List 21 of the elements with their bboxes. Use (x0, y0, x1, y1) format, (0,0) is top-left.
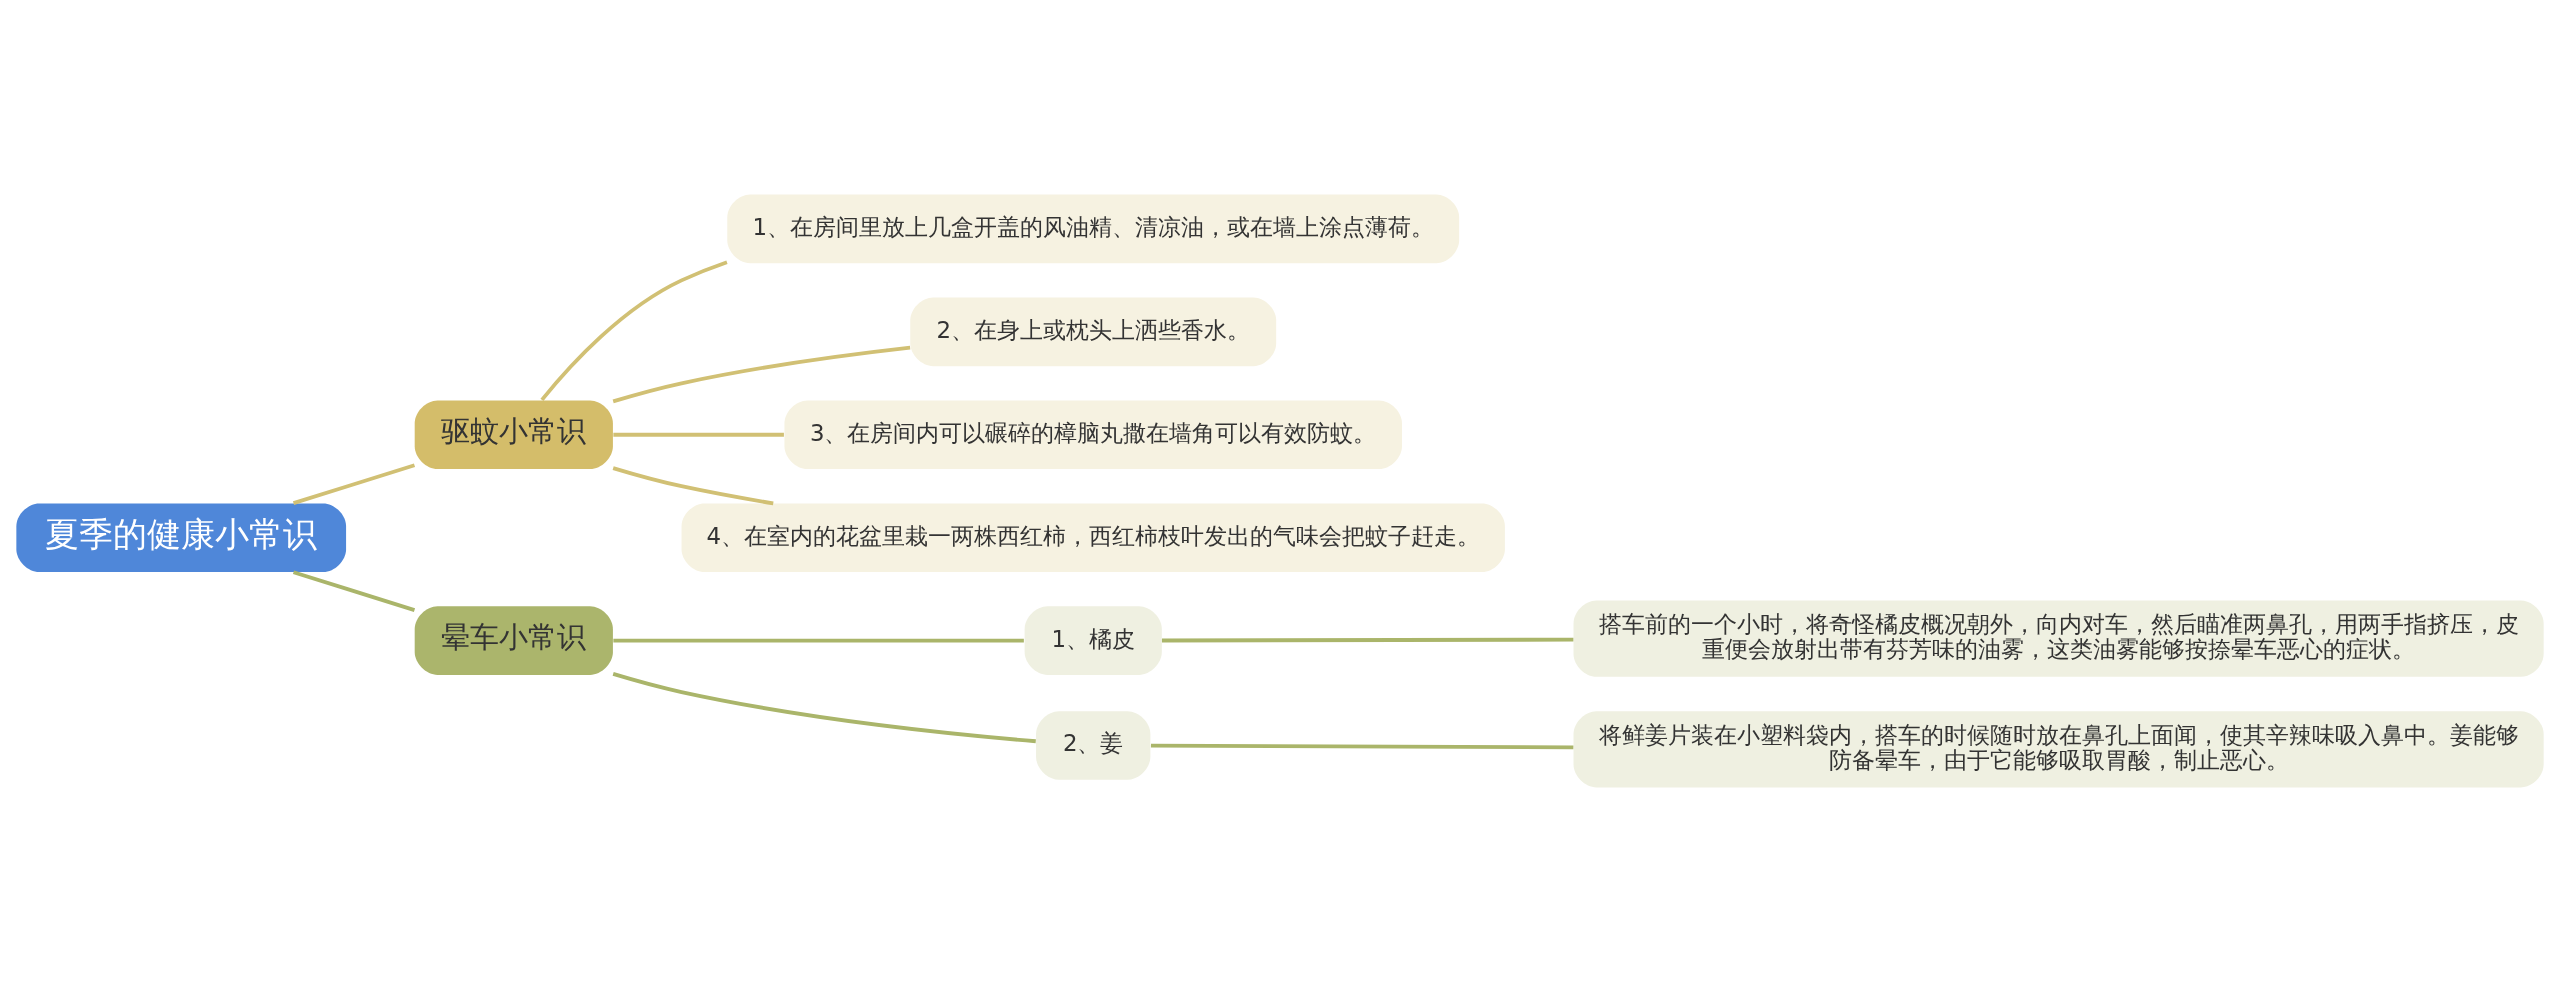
connector (1150, 743, 1574, 749)
node-box: 搭车前的一个小时，将奇怪橘皮概况朝外，向内对车，然后瞄准两鼻孔，用两手指挤压，皮重便会放射出带有芬芳味的油雾，这类油雾能够按捺晕车恶心的症状。 (1573, 600, 2544, 677)
node-box: 2、在身上或枕头上洒些香水。 (910, 297, 1277, 366)
connector (292, 569, 416, 612)
connector (292, 462, 416, 505)
node-box: 4、在室内的花盆里栽一两株西红柿，西红柿枝叶发出的气味会把蚊子赶走。 (681, 502, 1505, 572)
node-box: 2、姜 (1036, 710, 1151, 780)
node-box: 1、橘皮 (1024, 605, 1162, 675)
connector (540, 259, 728, 401)
connector (613, 638, 1024, 643)
connector (613, 432, 784, 437)
node-box: 晕车小常识 (414, 605, 613, 675)
node-box: 驱蚊小常识 (414, 399, 613, 469)
node-box: 3、在房间内可以碾碎的樟脑丸撒在墙角可以有效防蚊。 (784, 399, 1402, 469)
connector (612, 465, 774, 505)
node-box: 夏季的健康小常识 (16, 502, 347, 572)
connector (1161, 637, 1574, 642)
node-box: 1、在房间里放上几盒开盖的风油精、清凉油，或在墙上涂点薄荷。 (727, 194, 1460, 263)
node-box: 将鲜姜片装在小塑料袋内，搭车的时候随时放在鼻孔上面闻，使其辛辣味吸入鼻中。姜能够防备晕车，由于它能够吸取胃酸，制止恶心。 (1573, 710, 2544, 787)
connector (612, 671, 1036, 743)
connector (612, 345, 911, 403)
